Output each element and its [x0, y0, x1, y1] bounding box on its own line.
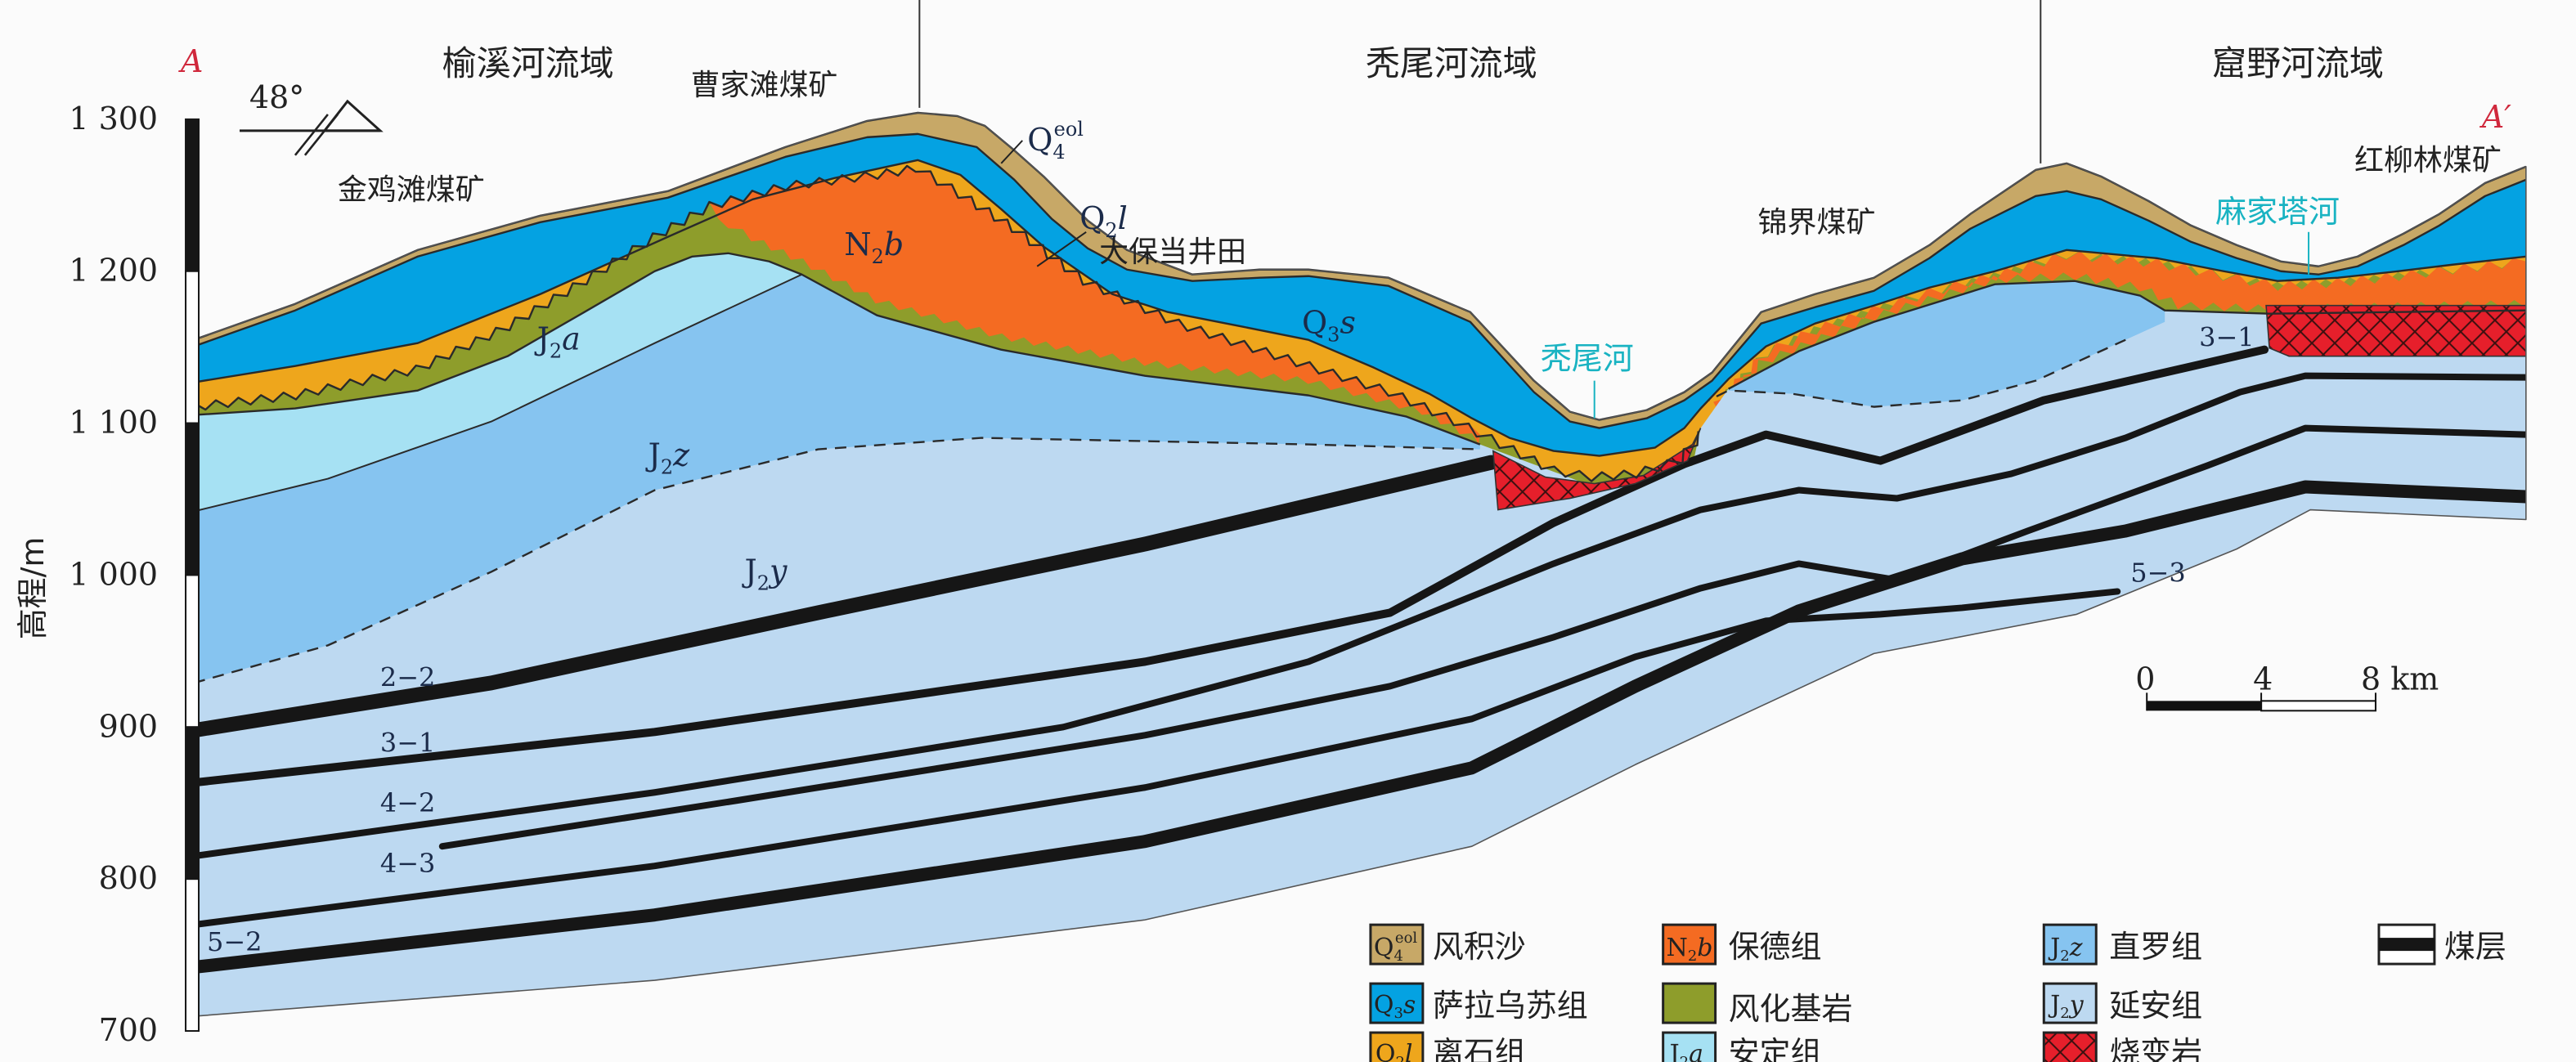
section-end-label: A′ [2480, 99, 2511, 135]
y-tick-label: 800 [99, 860, 158, 896]
section-start-label: A [178, 43, 203, 79]
label-n2b: N2b [844, 226, 904, 268]
label-j2z: J2z [645, 437, 690, 479]
svg-text:保德组: 保德组 [1729, 929, 1822, 965]
j2z-j2y-dashed-boundary-left [193, 437, 1480, 684]
dip-angle: 48° [249, 79, 304, 115]
y-tick-label: 1 100 [69, 405, 158, 441]
mine-jinjitan: 金鸡滩煤矿 [338, 173, 485, 207]
y-tick-label: 900 [99, 708, 158, 744]
seam-label-5-2: 5−2 [207, 926, 262, 957]
label-q4eol: Q4eol [1027, 118, 1084, 164]
legend-item-j2z: J2z 直罗组 [2042, 923, 2202, 966]
q2l-leader [1036, 231, 1087, 267]
svg-text:萨拉乌苏组: 萨拉乌苏组 [1433, 988, 1588, 1024]
svg-text:N2b: N2b [1667, 934, 1713, 965]
svg-text:Q2l: Q2l [1376, 1040, 1413, 1062]
label-j2y: J2y [742, 553, 788, 594]
svg-text:延安组: 延安组 [2109, 988, 2202, 1024]
y-tick-label: 700 [99, 1012, 158, 1048]
svg-text:安定组: 安定组 [1729, 1035, 1822, 1062]
svg-text:离石组: 离石组 [1433, 1035, 1526, 1062]
label-q3s: Q3s [1302, 305, 1356, 347]
elevation-bar-segment [185, 574, 200, 728]
svg-text:烧变岩: 烧变岩 [2109, 1035, 2202, 1062]
j2a-j2z-boundary [193, 273, 802, 513]
seam-label-3-1: 3−1 [380, 727, 435, 758]
seam-label-2-2: 2−2 [380, 661, 435, 692]
region-tuwei: 秃尾河流域 [1366, 43, 1537, 83]
y-tick-label: 1 000 [69, 556, 158, 592]
region-yuxi: 榆溪河流域 [442, 43, 614, 83]
legend: Q4eol 风积沙 N2b 保德组 J2z 直罗组 煤层 Q3s 萨拉乌苏组 风… [1369, 923, 2506, 1062]
coal-seam-5-2 [194, 480, 2526, 975]
svg-text:风化基岩: 风化基岩 [1729, 991, 1853, 1027]
mine-caojiatan: 曹家滩煤矿 [691, 69, 838, 102]
svg-text:J2a: J2a [1667, 1040, 1703, 1062]
q3s-base-line [193, 159, 2526, 457]
coal-seam-5-3 [194, 588, 2121, 929]
legend-item-coal: 煤层 [2377, 923, 2506, 966]
mine-jinjie: 锦界煤矿 [1758, 206, 1876, 240]
legend-item-weathered: 风化基岩 [1662, 982, 1853, 1027]
layer-n2b-baode-left [709, 165, 1480, 445]
layer-j2a-anding [194, 253, 802, 512]
burnt-rock-left [1492, 428, 1702, 511]
scale-end: 8 km [2361, 661, 2439, 697]
coal-seam-3-1 [194, 345, 2269, 787]
svg-text:J2z: J2z [2048, 934, 2082, 965]
mine-hongliulin: 红柳林煤矿 [2354, 144, 2502, 177]
legend-item-n2b: N2b 保德组 [1662, 923, 1822, 966]
j2-top-line-left [193, 252, 1481, 446]
region-kuye: 窟野河流域 [2212, 43, 2384, 83]
svg-text:Q3s: Q3s [1374, 991, 1416, 1022]
elevation-bar-segment [185, 726, 200, 881]
legend-item-burnt: 烧变岩 [2042, 1031, 2202, 1062]
q2l-base-zigzag [192, 164, 1699, 482]
dip-symbol: 48° [239, 79, 384, 156]
seam-label-5-3: 5−3 [2130, 557, 2185, 588]
river-majiata: 麻家塔河 [2215, 194, 2340, 230]
elevation-bar-segment [185, 118, 200, 272]
scale-zero: 0 [2135, 661, 2155, 697]
elevation-bar-segment [185, 270, 200, 424]
coal-seam-4-3 [438, 424, 2526, 850]
legend-item-j2a: J2a 安定组 [1662, 1031, 1822, 1062]
layer-j2z-zhiluo-right [1728, 280, 2165, 407]
mine-dabaodang: 大保当井田 [1099, 235, 1246, 269]
seam-label-4-2: 4−2 [380, 787, 435, 818]
label-j2a: J2a [534, 321, 581, 363]
svg-text:J2y: J2y [2048, 991, 2084, 1022]
y-tick-label: 1 200 [69, 253, 158, 289]
label-q2l: Q2l [1079, 200, 1128, 242]
svg-text:直罗组: 直罗组 [2109, 929, 2202, 965]
j2-top-line-right [1728, 280, 2526, 390]
elevation-bar-segment [185, 878, 200, 1033]
scale-bar: 0 4 8 km [2135, 661, 2439, 712]
seam-label-4-3: 4−3 [380, 848, 435, 879]
seam-label-3-1-right: 3−1 [2199, 322, 2254, 353]
legend-item-q2l: Q2l 离石组 [1369, 1031, 1526, 1062]
legend-item-q4eol: Q4eol 风积沙 [1369, 923, 1526, 966]
y-axis-label: 高程/m [15, 537, 51, 640]
layer-n2b-baode-right [1713, 251, 2526, 409]
section-outline [193, 112, 2527, 1017]
j2z-j2y-dashed-boundary-right [1708, 338, 2126, 408]
river-tuwei: 秃尾河 [1541, 341, 1634, 377]
y-tick-label: 1 300 [69, 101, 158, 137]
legend-item-q3s: Q3s 萨拉乌苏组 [1369, 982, 1588, 1024]
q4eol-base-line [193, 132, 2527, 429]
q4eol-leader [1000, 140, 1023, 164]
legend-item-j2y: J2y 延安组 [2042, 982, 2202, 1024]
elevation-axis: 1 300 1 200 1 100 1 000 900 800 700 [69, 101, 200, 1048]
elevation-bar-segment [185, 422, 200, 576]
burnt-rock-right [2265, 304, 2526, 357]
scale-mid: 4 [2253, 661, 2273, 697]
svg-text:Q4eol: Q4eol [1374, 930, 1417, 965]
boundary-lines [192, 111, 2527, 1017]
svg-text:煤层: 煤层 [2444, 929, 2506, 965]
coal-seam-2-2 [194, 455, 1499, 738]
coal-seam-4-2 [194, 372, 2526, 860]
svg-text:风积沙: 风积沙 [1433, 929, 1526, 965]
